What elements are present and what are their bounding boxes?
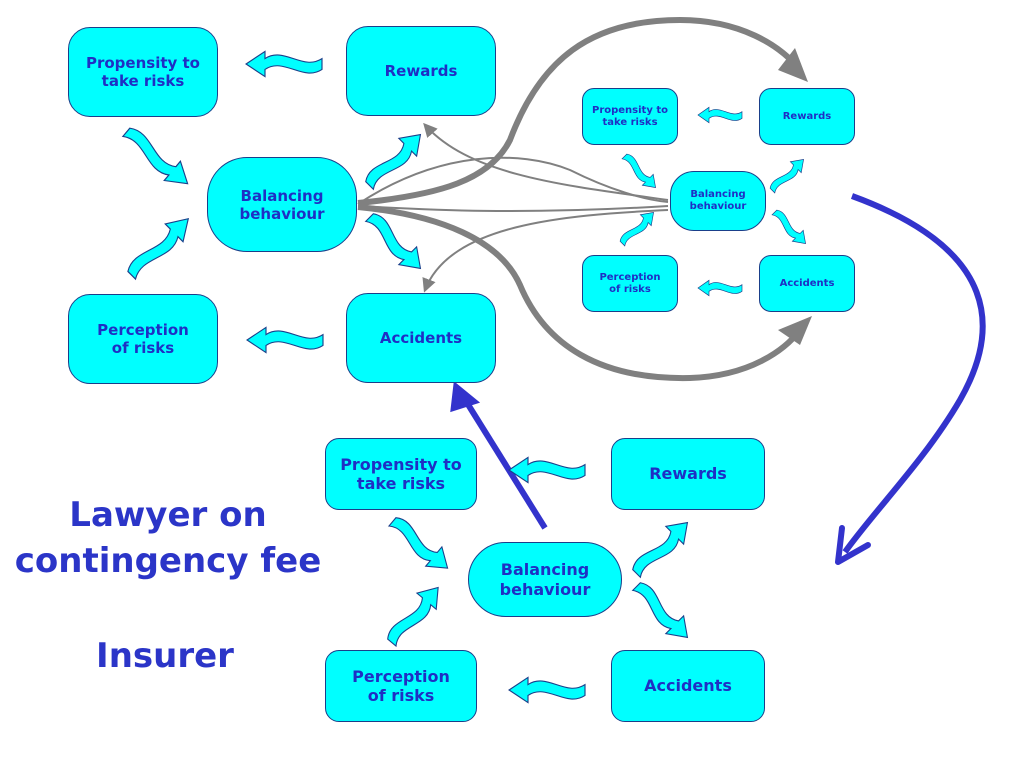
wavy-arrow-icon (768, 206, 812, 250)
topleft-propensity-box: Propensity to take risks (68, 27, 218, 117)
wavy-arrow-icon (766, 153, 810, 197)
bottom-propensity-box: Propensity to take risks (325, 438, 477, 510)
wavy-arrow-icon (627, 577, 697, 647)
wavy-arrow-icon (508, 456, 586, 484)
topright-propensity-box: Propensity to take risks (582, 88, 678, 145)
topleft-perception-box: Perception of risks (68, 294, 218, 384)
grey-connector-arrow (357, 205, 669, 213)
grey-thick-arrow-accidents-head (778, 316, 812, 345)
topleft-balancing-box: Balancing behaviour (207, 157, 357, 252)
topright-rewards-box: Rewards (759, 88, 855, 145)
grey-connector-arrow (422, 209, 669, 293)
wavy-arrow-icon (618, 150, 662, 194)
topleft-rewards-box: Rewards (346, 26, 496, 116)
wavy-arrow-icon (122, 209, 198, 285)
blue-arrow-right-curve-head (835, 525, 871, 565)
wavy-arrow-icon (381, 578, 449, 652)
wavy-arrow-icon (697, 279, 743, 297)
wavy-arrow-icon (697, 106, 743, 124)
lawyer-label: Lawyer on contingency fee (14, 495, 322, 581)
topright-accidents-box: Accidents (759, 255, 855, 312)
blue-arrow-right-curve (842, 193, 986, 554)
bottom-rewards-box: Rewards (611, 438, 765, 510)
wavy-arrow-icon (245, 50, 323, 78)
wavy-arrow-icon (508, 676, 586, 704)
grey-thick-arrow-rewards-head (778, 48, 808, 82)
wavy-arrow-icon (383, 511, 457, 579)
wavy-arrow-icon (627, 513, 697, 583)
grey-thick-arrow-accidents (357, 204, 803, 382)
bottom-accidents-box: Accidents (611, 650, 765, 722)
bottom-balancing-box: Balancing behaviour (468, 542, 622, 617)
topright-balancing-box: Balancing behaviour (670, 171, 766, 231)
blue-arrow-up-head (450, 381, 481, 413)
topleft-accidents-box: Accidents (346, 293, 496, 383)
grey-thick-arrow-rewards (357, 16, 803, 206)
blue-arrow-up-to-accidents (461, 396, 548, 530)
topright-perception-box: Perception of risks (582, 255, 678, 312)
grey-connector-arrow (423, 122, 669, 201)
insurer-label: Insurer (96, 636, 234, 676)
bottom-perception-box: Perception of risks (325, 650, 477, 722)
wavy-arrow-icon (117, 122, 197, 194)
wavy-arrow-icon (246, 326, 324, 354)
